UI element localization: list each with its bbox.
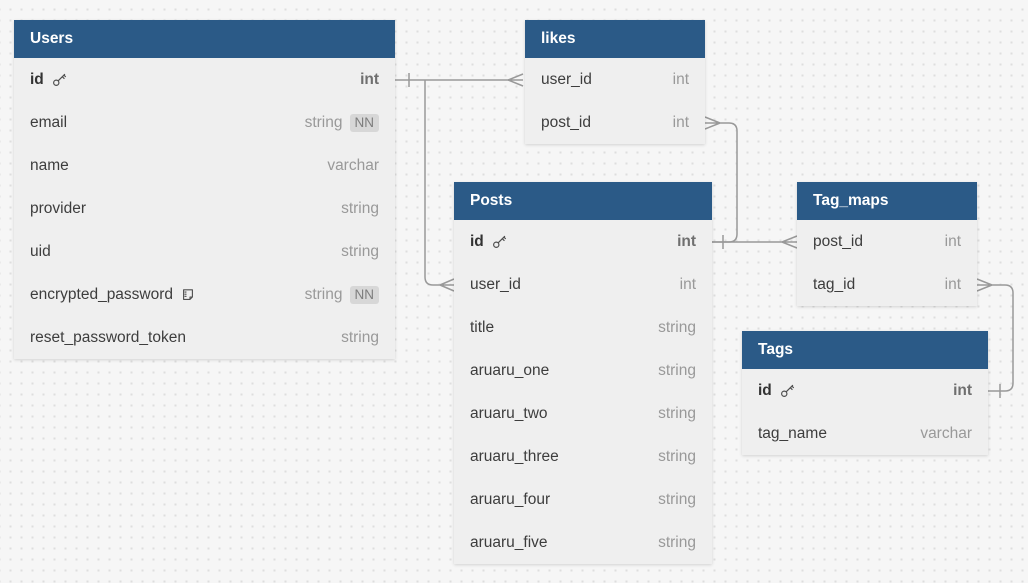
- note-icon: [180, 287, 196, 303]
- field-name: post_id: [541, 113, 591, 131]
- field-name: post_id: [813, 232, 863, 250]
- field-name: tag_id: [813, 275, 856, 293]
- field-type: varchar: [327, 156, 379, 174]
- field-type: string: [658, 361, 696, 379]
- table-row[interactable]: aruaru_two string: [454, 392, 712, 435]
- table-row[interactable]: aruaru_four string: [454, 478, 712, 521]
- table-row[interactable]: title string: [454, 306, 712, 349]
- table-row[interactable]: aruaru_five string: [454, 521, 712, 564]
- field-type: string: [341, 242, 379, 260]
- table-row[interactable]: id int: [742, 369, 988, 412]
- table-row[interactable]: aruaru_one string: [454, 349, 712, 392]
- field-type: int: [672, 70, 689, 88]
- field-type: string: [341, 199, 379, 217]
- field-name: aruaru_five: [470, 533, 548, 551]
- field-name: tag_name: [758, 424, 827, 442]
- field-name: reset_password_token: [30, 328, 186, 346]
- table-tag-maps[interactable]: Tag_maps post_id int tag_id int: [797, 182, 977, 306]
- relationship-users-posts: [424, 80, 455, 292]
- table-row[interactable]: reset_password_token string: [14, 316, 395, 359]
- table-tags[interactable]: Tags id int tag_name varchar: [742, 331, 988, 455]
- field-name: aruaru_three: [470, 447, 559, 465]
- table-row[interactable]: post_id int: [525, 101, 705, 144]
- relationship-users-likes: [395, 73, 524, 87]
- field-name: user_id: [470, 275, 521, 293]
- field-type: string: [658, 318, 696, 336]
- field-type: string: [658, 533, 696, 551]
- primary-key-icon: [779, 382, 796, 399]
- table-row[interactable]: aruaru_three string: [454, 435, 712, 478]
- field-type: string: [304, 285, 343, 303]
- table-row[interactable]: name varchar: [14, 144, 395, 187]
- table-row[interactable]: uid string: [14, 230, 395, 273]
- table-posts[interactable]: Posts id int user_id int title string ar…: [454, 182, 712, 564]
- field-type: int: [944, 232, 961, 250]
- field-type: string: [658, 404, 696, 422]
- not-null-badge: NN: [349, 285, 379, 304]
- table-likes[interactable]: likes user_id int post_id int: [525, 20, 705, 144]
- field-type: int: [944, 275, 961, 293]
- table-likes-header[interactable]: likes: [525, 20, 705, 58]
- field-type: string: [341, 328, 379, 346]
- field-name: id: [470, 232, 484, 250]
- field-type: string: [304, 113, 343, 131]
- field-name: aruaru_two: [470, 404, 548, 422]
- field-name: id: [758, 381, 772, 399]
- field-type: string: [658, 490, 696, 508]
- table-row[interactable]: tag_name varchar: [742, 412, 988, 455]
- primary-key-icon: [51, 71, 68, 88]
- field-name: encrypted_password: [30, 285, 174, 303]
- table-row[interactable]: email string NN: [14, 101, 395, 144]
- field-type: int: [360, 70, 379, 88]
- field-name: name: [30, 156, 69, 174]
- table-row[interactable]: id int: [454, 220, 712, 263]
- table-row[interactable]: provider string: [14, 187, 395, 230]
- field-type: int: [679, 275, 696, 293]
- field-type: int: [672, 113, 689, 131]
- field-name: email: [30, 113, 68, 131]
- table-tags-header[interactable]: Tags: [742, 331, 988, 369]
- primary-key-icon: [491, 233, 508, 250]
- table-row[interactable]: id int: [14, 58, 395, 101]
- table-tag-maps-header[interactable]: Tag_maps: [797, 182, 977, 220]
- table-row[interactable]: user_id int: [454, 263, 712, 306]
- field-name: uid: [30, 242, 51, 260]
- field-name: aruaru_one: [470, 361, 550, 379]
- table-row[interactable]: user_id int: [525, 58, 705, 101]
- table-users-header[interactable]: Users: [14, 20, 395, 58]
- field-name: user_id: [541, 70, 592, 88]
- relationship-posts-tagmaps: [712, 235, 798, 249]
- field-name: title: [470, 318, 495, 336]
- field-name: provider: [30, 199, 86, 217]
- table-row[interactable]: encrypted_password string NN: [14, 273, 395, 316]
- table-posts-header[interactable]: Posts: [454, 182, 712, 220]
- field-type: string: [658, 447, 696, 465]
- table-row[interactable]: post_id int: [797, 220, 977, 263]
- field-name: aruaru_four: [470, 490, 551, 508]
- field-name: id: [30, 70, 44, 88]
- not-null-badge: NN: [349, 113, 379, 132]
- field-type: int: [953, 381, 972, 399]
- field-type: varchar: [920, 424, 972, 442]
- field-type: int: [677, 232, 696, 250]
- table-row[interactable]: tag_id int: [797, 263, 977, 306]
